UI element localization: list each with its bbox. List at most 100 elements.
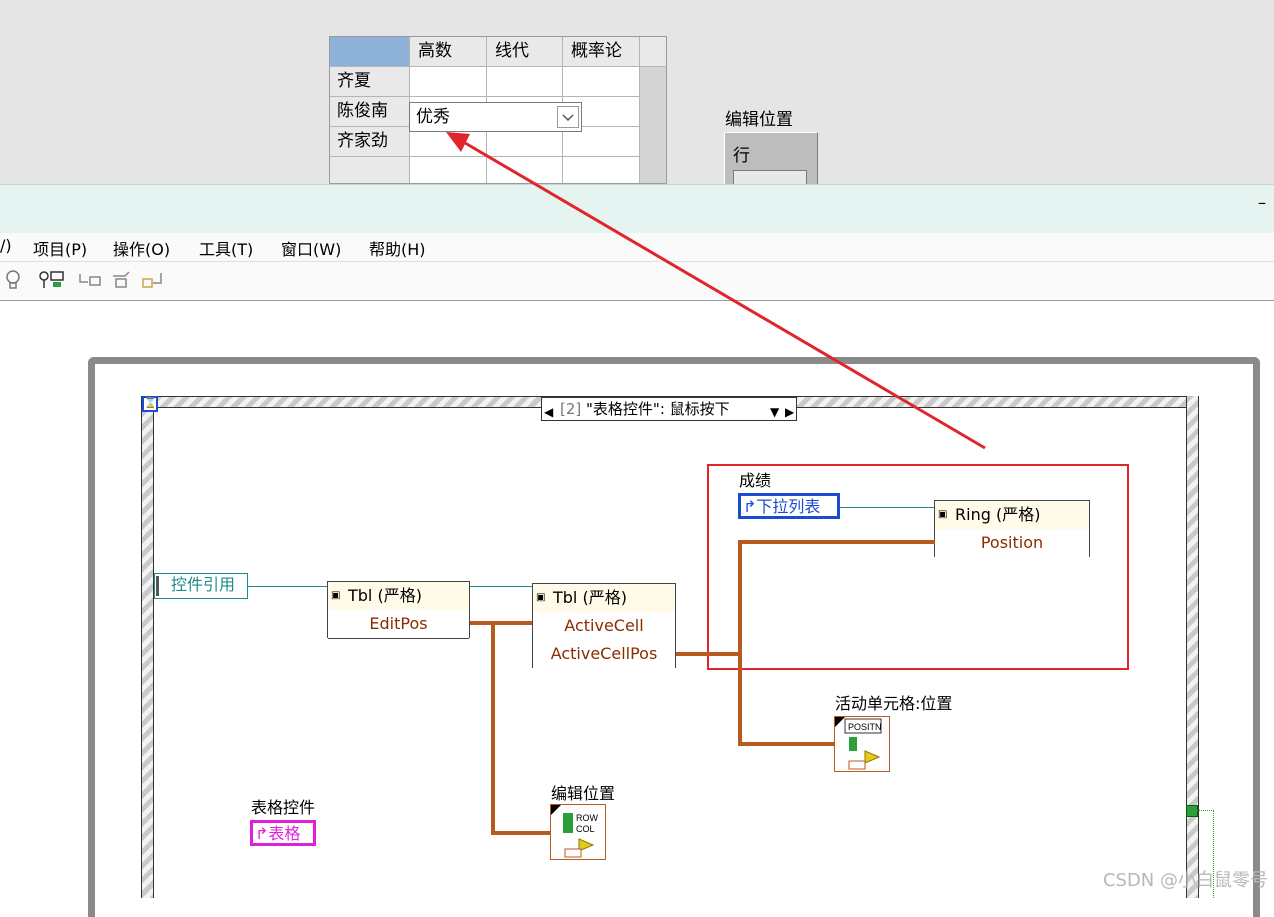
menu-window[interactable]: 窗口(W) xyxy=(281,240,342,259)
tool-bar xyxy=(0,262,1274,301)
property-activecellpos[interactable]: ActiveCellPos xyxy=(533,640,675,668)
table-cell[interactable] xyxy=(410,127,487,157)
class-name: Ring (严格) xyxy=(955,505,1041,524)
property-node-header: ▣ Tbl (严格) xyxy=(328,582,469,611)
row-header xyxy=(330,157,410,183)
cluster-indicator-icon: POSITN xyxy=(835,717,882,770)
menu-view-partial[interactable]: /) xyxy=(0,236,12,255)
error-in-icon: ▣ xyxy=(938,509,948,520)
hourglass-icon[interactable]: ⌛ xyxy=(142,396,158,412)
error-in-icon: ▣ xyxy=(331,590,341,601)
cluster-wire xyxy=(738,540,935,544)
ref-arrow-icon: ↱ xyxy=(743,497,757,516)
minimize-button[interactable]: – xyxy=(1258,193,1266,212)
grade-ref-constant[interactable]: ↱下拉列表 xyxy=(738,493,840,519)
table-control-label: 表格控件 xyxy=(251,798,316,817)
table-cell[interactable] xyxy=(487,127,563,157)
reference-wire xyxy=(470,586,533,587)
property-node-header: ▣ Tbl (严格) xyxy=(533,584,675,613)
table-cell[interactable] xyxy=(487,67,563,97)
step-out-icon[interactable] xyxy=(141,270,167,290)
row-header[interactable]: 齐夏 xyxy=(330,67,410,97)
table-corner xyxy=(330,37,410,67)
table-cell[interactable] xyxy=(563,127,640,157)
active-cell-position-indicator[interactable]: POSITN xyxy=(834,716,890,772)
chevron-down-icon xyxy=(562,114,574,122)
menu-help[interactable]: 帮助(H) xyxy=(369,240,426,259)
reference-wire xyxy=(248,586,328,587)
column-header[interactable]: 线代 xyxy=(487,37,563,67)
icon-caption-row: ROW xyxy=(576,813,599,823)
front-panel: 高数 线代 概率论 齐夏 陈俊南 齐家劲 优秀 编辑位置 行 xyxy=(0,0,1274,192)
cluster-indicator-icon: ROW COL xyxy=(551,805,599,858)
column-header xyxy=(640,37,666,67)
menu-bar: /) 项目(P) 操作(O) 工具(T) 窗口(W) 帮助(H) xyxy=(0,233,1274,262)
edit-position-label: 编辑位置 xyxy=(551,784,616,803)
edit-position-label: 编辑位置 xyxy=(725,110,793,130)
property-editpos[interactable]: EditPos xyxy=(328,610,469,639)
event-structure-left-border xyxy=(141,396,154,898)
property-position[interactable]: Position xyxy=(935,529,1089,557)
reference-wire xyxy=(840,507,935,508)
cluster-wire xyxy=(491,831,551,835)
edit-position-indicator[interactable]: ROW COL xyxy=(550,804,606,860)
case-name: "表格控件": 鼠标按下 xyxy=(586,400,730,418)
grade-ref-name: 下拉列表 xyxy=(756,497,821,516)
grade-label: 成绩 xyxy=(739,471,772,490)
column-header[interactable]: 高数 xyxy=(410,37,487,67)
column-header[interactable]: 概率论 xyxy=(563,37,640,67)
property-node-header: ▣ Ring (严格) xyxy=(935,501,1089,530)
tunnel-terminal[interactable] xyxy=(1186,805,1198,817)
ring-value: 优秀 xyxy=(416,107,450,127)
table-ref-name: 表格 xyxy=(268,824,301,843)
property-node-ring-position[interactable]: ▣ Ring (严格) Position xyxy=(934,500,1090,557)
prev-case-icon[interactable]: ◀ xyxy=(544,405,554,419)
property-node-tbl-activecell[interactable]: ▣ Tbl (严格) ActiveCell ActiveCellPos xyxy=(532,583,676,668)
active-cell-position-label: 活动单元格:位置 xyxy=(835,694,953,713)
block-diagram-window: – /) 项目(P) 操作(O) 工具(T) 窗口(W) 帮助(H) xyxy=(0,184,1274,898)
cluster-wire xyxy=(676,652,742,656)
control-reference-terminal[interactable]: 控件引用 xyxy=(154,573,248,599)
icon-caption: POSITN xyxy=(848,722,882,732)
lightbulb-icon[interactable] xyxy=(4,269,22,291)
row-label: 行 xyxy=(733,146,750,166)
class-name: Tbl (严格) xyxy=(348,586,422,605)
property-activecell[interactable]: ActiveCell xyxy=(533,612,675,641)
property-node-tbl-editpos[interactable]: ▣ Tbl (严格) EditPos xyxy=(327,581,470,639)
boolean-wire xyxy=(1196,810,1214,898)
menu-operate[interactable]: 操作(O) xyxy=(113,240,171,259)
step-over-icon[interactable] xyxy=(111,270,135,290)
dropdown-button[interactable] xyxy=(557,106,579,128)
cluster-wire xyxy=(738,742,836,746)
terminal-bar xyxy=(156,576,159,596)
while-loop-frame xyxy=(88,357,1260,917)
cluster-wire xyxy=(738,540,742,746)
cluster-wire xyxy=(470,621,532,625)
table-cell[interactable] xyxy=(410,157,487,183)
step-into-icon[interactable] xyxy=(78,272,104,288)
annotation-arrow xyxy=(446,132,986,450)
table-ref-constant[interactable]: ↱表格 xyxy=(250,820,316,846)
case-index: [2] xyxy=(560,400,582,418)
edit-position-cluster: 行 xyxy=(724,132,818,192)
event-case-selector[interactable]: ◀ [2] "表格控件": 鼠标按下 ▼ ▶ xyxy=(541,397,797,421)
control-reference-label: 控件引用 xyxy=(171,575,236,594)
row-header[interactable]: 齐家劲 xyxy=(330,127,410,157)
table-cell[interactable] xyxy=(563,67,640,97)
cluster-wire xyxy=(491,621,495,834)
probe-icon[interactable] xyxy=(38,270,66,290)
class-name: Tbl (严格) xyxy=(553,588,627,607)
grade-ring-dropdown[interactable]: 优秀 xyxy=(409,102,582,132)
next-case-icon[interactable]: ▶ xyxy=(785,405,795,419)
case-dropdown-icon[interactable]: ▼ xyxy=(770,405,780,419)
menu-tools[interactable]: 工具(T) xyxy=(199,240,254,259)
event-structure-right-border xyxy=(1186,396,1199,898)
table-cell[interactable] xyxy=(563,157,640,183)
ref-arrow-icon: ↱ xyxy=(255,824,269,843)
title-bar: – xyxy=(0,184,1274,234)
table-cell[interactable] xyxy=(410,67,487,97)
watermark: CSDN @小白鼠零号 xyxy=(1102,870,1268,891)
icon-caption-col: COL xyxy=(576,824,595,834)
menu-project[interactable]: 项目(P) xyxy=(33,240,88,259)
annotation-highlight-box xyxy=(707,464,1129,670)
